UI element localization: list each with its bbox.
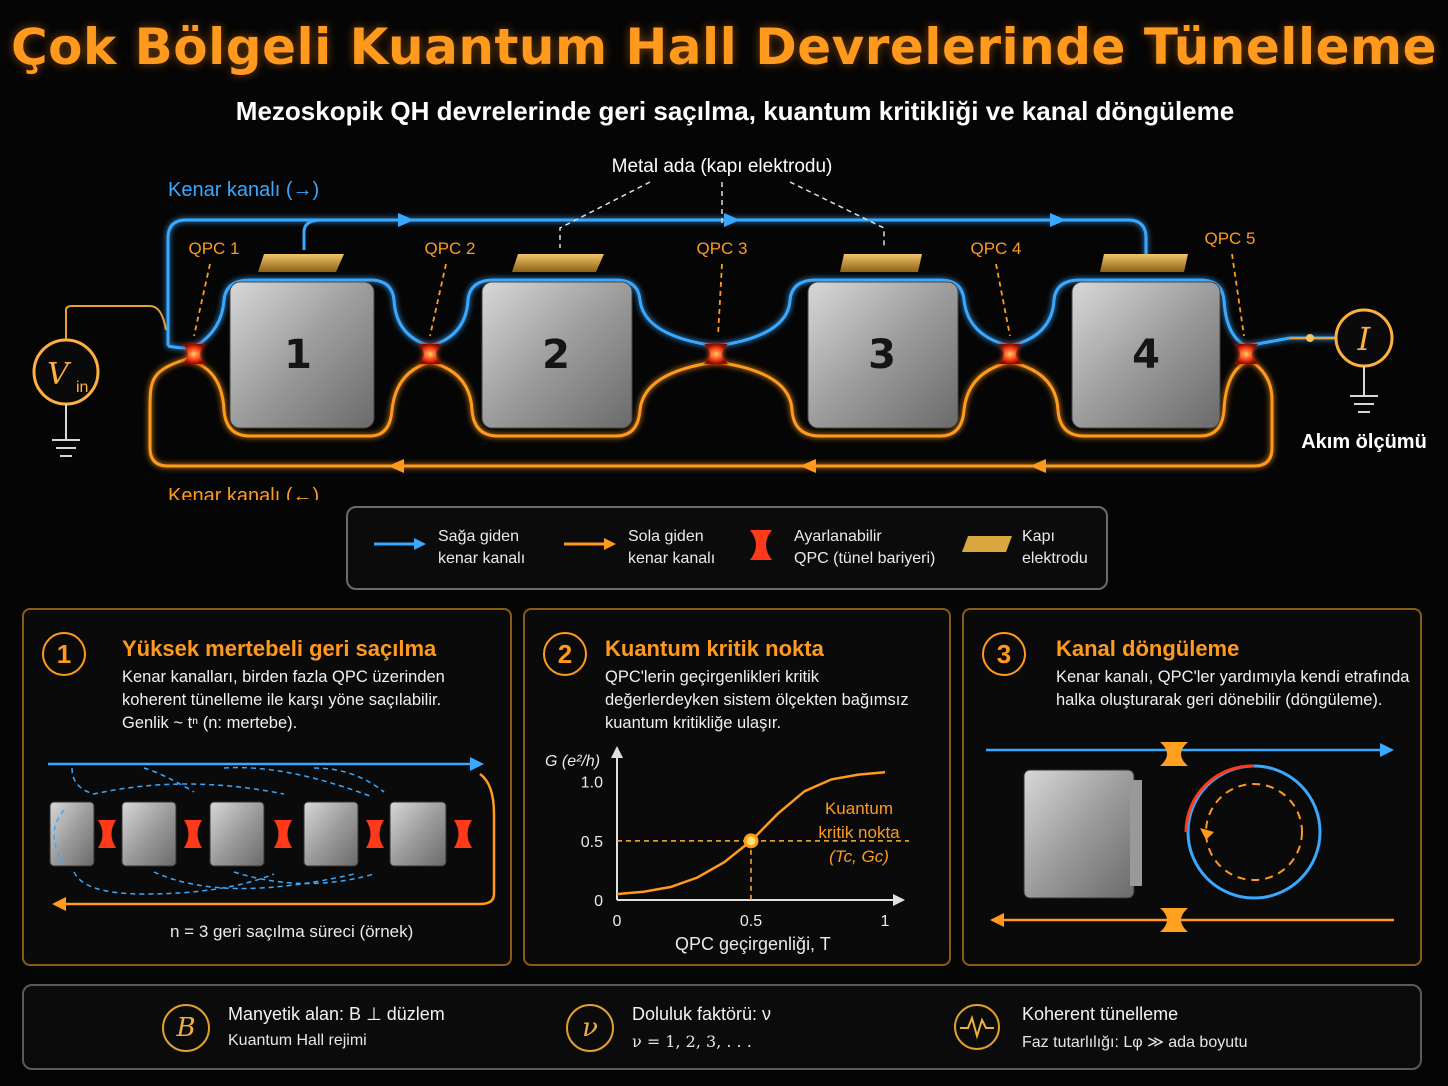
ammeter-label: I xyxy=(1357,320,1372,358)
page-subtitle: Mezoskopik QH devrelerinde geri saçılma,… xyxy=(235,96,1235,126)
info-3-line2: Faz tutarlılığı: Lφ ≫ ada boyutu xyxy=(1022,1034,1248,1051)
magnetic-field-icon: B xyxy=(162,1004,210,1052)
panel-channel-looping: 3 Kanal döngüleme Kenar kanalı, QPC'ler … xyxy=(962,608,1422,966)
panel-3-description: Kenar kanalı, QPC'ler yardımıyla kendi e… xyxy=(1056,668,1410,709)
qpc-pointers xyxy=(193,253,1245,337)
top-loop-2 xyxy=(302,218,323,250)
looping-diagram xyxy=(986,742,1394,932)
panel-1-description: Kenar kanalları, birden fazla QPC üzerin… xyxy=(122,668,445,732)
circuit-diagram: 1 2 3 4 Metal ada (kapı elektrodu) Kenar… xyxy=(32,156,1427,500)
qpc-constrictions xyxy=(182,344,1258,364)
x-axis-label: QPC geçirgenliği, T xyxy=(675,934,831,954)
qpc-1-label: QPC 1 xyxy=(188,239,239,258)
left-moving-edge-channel xyxy=(148,356,1274,468)
panel-quantum-critical: 2 Kuantum kritik nokta QPC'lerin geçirge… xyxy=(523,608,951,966)
meter-ground-icon xyxy=(1350,366,1378,413)
legend-blue-arrow-icon xyxy=(374,538,426,550)
info-1-line2: Kuantum Hall rejimi xyxy=(228,1032,367,1049)
legend-qpc-icon xyxy=(750,530,772,560)
left-arrows xyxy=(388,459,1046,473)
panel-1-caption: n = 3 geri saçılma süreci (örnek) xyxy=(170,922,414,941)
voltage-source-sub: in xyxy=(76,379,88,396)
annotation-line-3: (Tc, Gc) xyxy=(829,847,889,866)
legend-gate-icon xyxy=(962,536,1012,552)
top-channel-label: Kenar kanalı (→) xyxy=(168,179,319,201)
x-tick-label: 0 xyxy=(613,913,622,930)
panel-2-description: QPC'lerin geçirgenlikleri kritik değerle… xyxy=(605,668,909,732)
legend-gate: Kapı elektrodu xyxy=(1022,528,1088,567)
region-1-label: 1 xyxy=(284,332,312,378)
region-3-label: 3 xyxy=(868,332,896,378)
panel-2-title: Kuantum kritik nokta xyxy=(605,636,824,661)
right-arrows xyxy=(398,213,1066,227)
legend: Sağa giden kenar kanalı Sola giden kenar… xyxy=(346,506,1108,590)
source-ground-icon xyxy=(52,404,80,457)
gate-electrodes xyxy=(258,254,1188,272)
qpc-5-label: QPC 5 xyxy=(1204,229,1255,248)
critical-point-guides xyxy=(617,840,909,900)
info-3-line1: Koherent tünelleme xyxy=(1022,1004,1179,1024)
legend-qpc: Ayarlanabilir QPC (tünel bariyeri) xyxy=(794,528,936,567)
y-tick-label: 1.0 xyxy=(581,775,603,792)
y-tick-label: 0.5 xyxy=(581,834,603,851)
legend-orange-arrow-icon xyxy=(564,538,616,550)
ammeter-caption: Akım ölçümü xyxy=(1301,431,1427,453)
x-tick-label: 1 xyxy=(881,913,890,930)
metal-island-label: Metal ada (kapı elektrodu) xyxy=(612,156,833,177)
y-tick-label: 0 xyxy=(594,893,603,910)
region-2-label: 2 xyxy=(542,332,570,378)
legend-right-channel: Sağa giden kenar kanalı xyxy=(438,528,526,567)
annotation-line-2: kritik nokta xyxy=(818,823,900,842)
page-title: Çok Bölgeli Kuantum Hall Devrelerinde Tü… xyxy=(10,18,1438,76)
critical-point-marker xyxy=(743,833,759,849)
info-bar: B Manyetik alan: B ⊥ düzlem Kuantum Hall… xyxy=(22,984,1422,1070)
bottom-channel-label: Kenar kanalı (←) xyxy=(168,485,319,500)
info-2-line1: Doluluk faktörü: ν xyxy=(632,1004,772,1024)
right-moving-edge-channel xyxy=(166,218,1148,346)
panel-1-title: Yüksek mertebeli geri saçılma xyxy=(122,636,437,661)
conductance-chart: G (e²/h) QPC geçirgenliği, T 0 0.5 1 0 0.5 1.… xyxy=(545,746,909,954)
qpc-2-label: QPC 2 xyxy=(424,239,475,258)
y-axis-label: G (e²/h) xyxy=(545,753,600,770)
legend-left-channel: Sola giden kenar kanalı xyxy=(628,528,716,567)
source-wire xyxy=(65,305,167,340)
filling-factor-icon: ν xyxy=(566,1004,614,1052)
panel-3-number: 3 xyxy=(982,632,1026,676)
x-tick-label: 0.5 xyxy=(740,913,762,930)
info-2-line2: ν = 1, 2, 3, . . . xyxy=(632,1032,752,1051)
qpc-3-label: QPC 3 xyxy=(696,239,747,258)
panel-3-title: Kanal döngüleme xyxy=(1056,636,1240,661)
qpc-4-label: QPC 4 xyxy=(970,239,1021,258)
regions xyxy=(229,281,1221,429)
panel-2-number: 2 xyxy=(543,632,587,676)
panel-backscattering: 1 Yüksek mertebeli geri saçılma Kenar ka… xyxy=(22,608,512,966)
info-1-line1: Manyetik alan: B ⊥ düzlem xyxy=(228,1004,445,1024)
panel-1-number: 1 xyxy=(42,632,86,676)
region-4-label: 4 xyxy=(1132,332,1160,378)
voltage-source-label: V xyxy=(47,357,72,392)
island-pointers xyxy=(559,181,885,248)
coherence-wave-icon xyxy=(954,1004,1000,1050)
backscattering-diagram xyxy=(48,757,496,911)
annotation-line-1: Kuantum xyxy=(825,799,893,818)
